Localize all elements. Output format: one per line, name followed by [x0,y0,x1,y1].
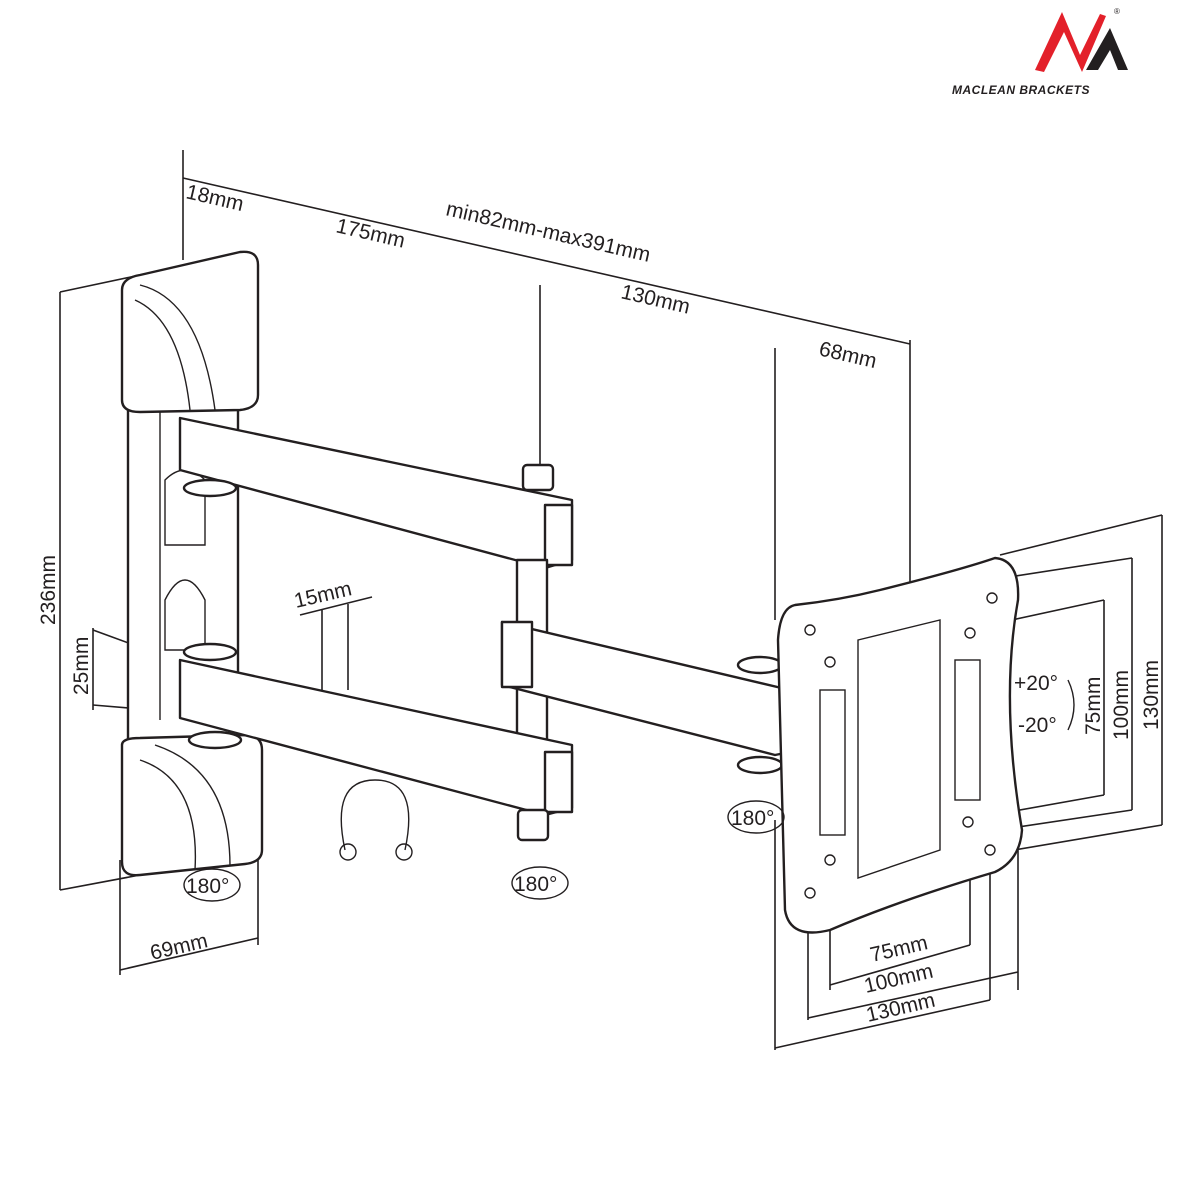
label-wall-plate-width: 69mm [148,929,210,965]
bottom-pivot-nut [516,808,550,842]
wall-plate [120,250,264,877]
label-head-swivel: 180° [731,807,774,830]
wall-plate-top-cover [120,250,260,414]
label-arm-height: 25mm [70,637,93,695]
top-pivot-bolt [521,463,555,492]
label-vesa-v3: 130mm [1140,660,1163,730]
brand-logo: ® MACLEAN BRACKETS [952,7,1128,97]
label-extension-range: min82mm-max391mm [444,197,653,266]
label-middle-swivel: 180° [514,873,557,896]
swing-arms [178,416,792,861]
label-vesa-v1: 75mm [1082,677,1105,735]
cable-hook [340,779,410,851]
label-tilt-up: +20° [1014,672,1058,695]
label-wall-plate-depth: 18mm [184,180,246,216]
label-height: 236mm [37,555,60,625]
registered-mark: ® [1114,7,1120,16]
vesa-plate [776,556,1024,934]
label-head-depth: 68mm [817,337,879,373]
rotation-markers [183,679,1075,902]
wall-plate-bottom-cover [120,733,264,877]
label-wall-swivel: 180° [186,875,229,898]
label-arm-width: 15mm [292,577,354,613]
brand-name: MACLEAN BRACKETS [952,83,1090,97]
label-vesa-v2: 100mm [1110,670,1133,740]
label-tilt-down: -20° [1018,714,1057,737]
